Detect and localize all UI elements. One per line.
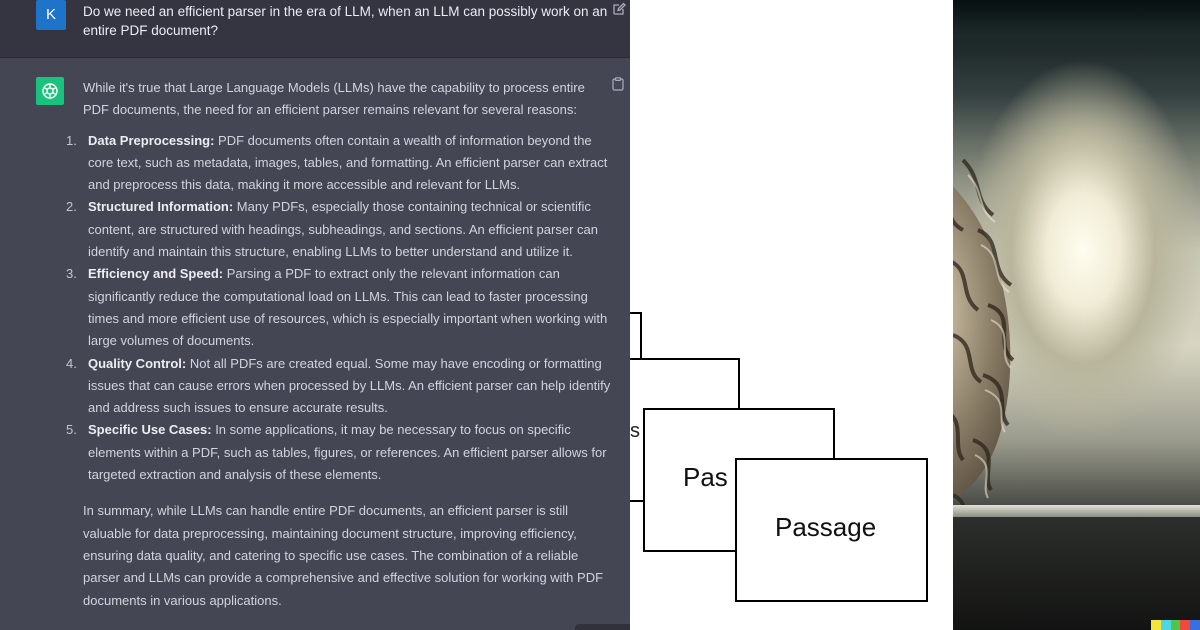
list-item-title: Quality Control:: [88, 355, 187, 371]
user-avatar: K: [36, 0, 66, 30]
list-item-text: PDF documents often contain a wealth of …: [88, 132, 608, 193]
list-number: 4.: [66, 355, 77, 371]
clipboard-icon[interactable]: [612, 77, 626, 93]
brain-photo: [953, 0, 1200, 630]
passage-box-label: Passage: [775, 512, 877, 542]
scroll-down-button[interactable]: [575, 624, 630, 630]
list-number: 3.: [66, 266, 77, 282]
list-number: 2.: [66, 199, 77, 215]
answer-intro: While it's true that Large Language Mode…: [83, 80, 585, 118]
list-item-text: Many PDFs, especially those containing t…: [88, 199, 598, 260]
list-item-text: In some applications, it may be necessar…: [88, 422, 607, 483]
chat-panel: K Do we need an efficient parser in the …: [0, 0, 630, 630]
list-item: 1. Data Preprocessing: PDF documents ofte…: [66, 130, 611, 197]
list-item-text: Parsing a PDF to extract only the releva…: [88, 266, 608, 349]
window-sill-shadow: [953, 517, 1200, 630]
reasons-list: 1. Data Preprocessing: PDF documents ofte…: [66, 130, 611, 487]
user-message-text: Do we need an efficient parser in the er…: [83, 4, 608, 38]
list-item: 5. Specific Use Cases: In some applicatio…: [66, 419, 611, 486]
window-sill: [953, 505, 1200, 517]
diagram-text-fragment: s: [630, 420, 640, 442]
list-item-title: Specific Use Cases:: [88, 422, 212, 438]
color-swatch: [1151, 620, 1161, 630]
diagram-connector: [738, 358, 740, 410]
list-item-title: Structured Information:: [88, 199, 234, 215]
list-item: 4. Quality Control: Not all PDFs are crea…: [66, 353, 611, 420]
assistant-message: While it's true that Large Language Mode…: [66, 77, 611, 612]
passage-diagram: s Pas Passage: [630, 0, 953, 630]
color-strip-watermark: [1151, 620, 1200, 630]
list-number: 5.: [66, 422, 77, 438]
diagram-connector: [630, 312, 642, 314]
diagram-connector: [630, 500, 644, 502]
list-item-text: Not all PDFs are created equal. Some may…: [88, 355, 611, 416]
passage-box-label: Pas: [683, 462, 728, 492]
answer-summary: In summary, while LLMs can handle entire…: [83, 503, 604, 608]
list-item: 3. Efficiency and Speed: Parsing a PDF to…: [66, 263, 611, 352]
list-item: 2. Structured Information: Many PDFs, esp…: [66, 196, 611, 263]
list-number: 1.: [66, 132, 77, 148]
color-swatch: [1170, 620, 1181, 630]
brain-image: [953, 158, 1015, 531]
passage-box-front: Passage: [735, 458, 928, 602]
list-item-title: Data Preprocessing:: [88, 132, 215, 148]
edit-icon[interactable]: [612, 2, 628, 18]
assistant-avatar: [36, 77, 64, 105]
list-item-title: Efficiency and Speed:: [88, 266, 224, 282]
photo-shadow-top: [953, 0, 1200, 60]
color-swatch: [1180, 620, 1191, 630]
diagram-connector: [630, 358, 740, 360]
diagram-connector: [640, 312, 642, 360]
color-swatch: [1160, 620, 1171, 630]
color-swatch: [1190, 620, 1200, 630]
user-message-row: K Do we need an efficient parser in the …: [0, 0, 630, 58]
